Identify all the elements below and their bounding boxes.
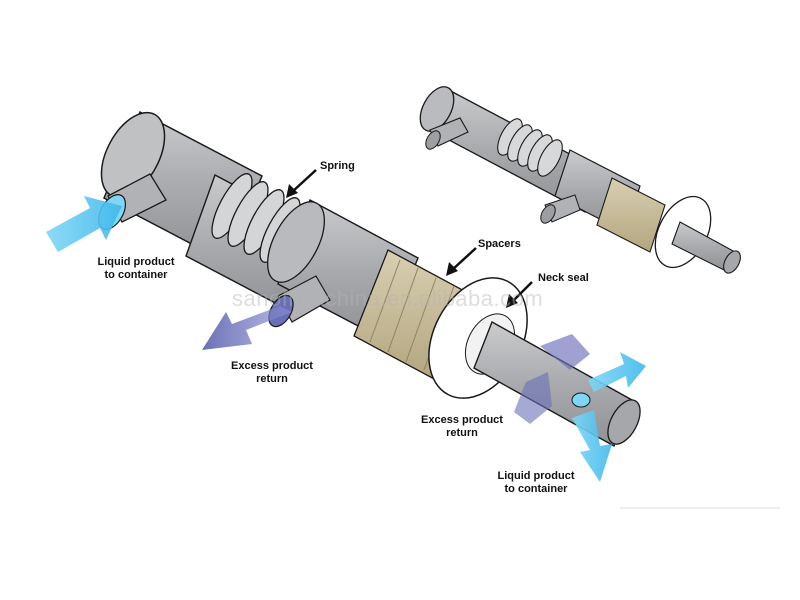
label-liquid-product-left-line2: to container: [104, 269, 168, 281]
neck-seal-leader-arrow: [506, 281, 533, 308]
label-liquid-product-right-line2: to container: [504, 483, 568, 495]
label-neck-seal: Neck seal: [538, 272, 589, 284]
label-excess-product-right-line1: Excess product: [421, 414, 503, 426]
label-excess-product-right-line2: return: [446, 427, 478, 439]
label-liquid-product-left: Liquid product to container: [86, 256, 186, 282]
label-spacers: Spacers: [478, 238, 521, 250]
excess-product-arrow-left: [202, 306, 292, 350]
watermark-text: sanofimachina.en.alibaba.com: [232, 286, 544, 311]
excess-product-swirl-right: [514, 334, 590, 424]
label-spring: Spring: [320, 160, 355, 172]
small-valve-assembly: [419, 86, 741, 274]
label-liquid-product-left-line1: Liquid product: [97, 256, 175, 268]
label-excess-product-left: Excess product return: [222, 360, 322, 386]
liquid-product-arrow-up-right: [588, 352, 646, 392]
liquid-product-arrow-down: [572, 410, 612, 482]
spring-leader-arrow: [286, 169, 317, 198]
label-liquid-product-right: Liquid product to container: [486, 470, 586, 496]
main-valve-assembly: [97, 110, 641, 448]
label-excess-product-right: Excess product return: [412, 414, 512, 440]
spacers-leader-arrow: [446, 247, 477, 276]
label-liquid-product-right-line1: Liquid product: [497, 470, 575, 482]
label-excess-product-left-line2: return: [256, 373, 288, 385]
liquid-product-arrow-left: [46, 196, 122, 252]
label-excess-product-left-line1: Excess product: [231, 360, 313, 372]
